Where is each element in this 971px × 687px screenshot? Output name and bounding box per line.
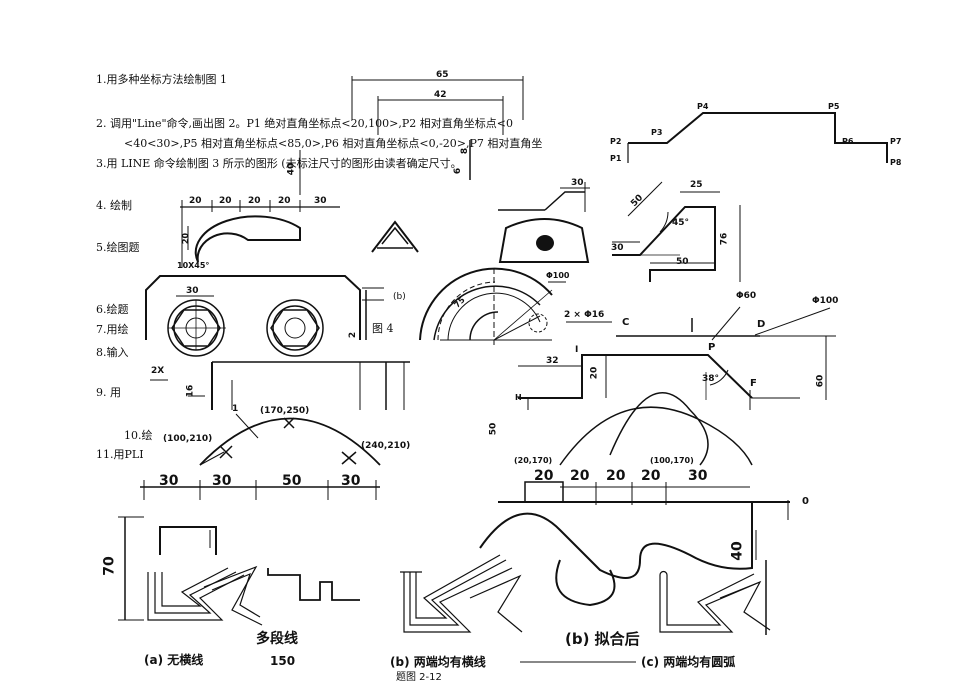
caption-b: (b) 两端均有横线 xyxy=(390,655,486,669)
two-phi16-label: 2 × Φ16 xyxy=(564,310,605,320)
dim-a-20-3: 20 xyxy=(248,196,261,206)
question-2: 2. 调用"Line"命令,画出图 2。P1 绝对直角坐标点<20,100>,P… xyxy=(96,117,513,130)
phi60-label: Φ60 xyxy=(736,291,757,301)
bottom-dim-30-2: 30 xyxy=(212,473,232,489)
question-3: 3.用 LINE 命令绘制图 3 所示的图形 (未标注尺寸的图形由读者确定尺寸。 xyxy=(96,157,462,170)
point-p1-label: P1 xyxy=(610,154,622,163)
point-p8-label: P8 xyxy=(890,158,902,167)
question-7: 7.用绘 xyxy=(96,323,129,336)
dim-a-20-1: 20 xyxy=(189,196,202,206)
figure-4-label: 图 4 xyxy=(372,322,394,335)
bottom-dim-30-1: 30 xyxy=(159,473,179,489)
dim-angle-25: 25 xyxy=(690,180,703,190)
chamfer-label: 10X45° xyxy=(177,261,210,270)
point-p2-label: P2 xyxy=(610,137,622,146)
dim-30-top: 30 xyxy=(571,178,584,188)
point-i-label: I xyxy=(575,345,579,355)
dim-a-20-2: 20 xyxy=(219,196,232,206)
dim-nut-30: 30 xyxy=(186,286,199,296)
circle-phi100: Φ100 xyxy=(546,271,570,280)
dim-32: 32 xyxy=(546,356,559,366)
question-11: 11.用PLI xyxy=(96,448,144,461)
point-p7-label: P7 xyxy=(890,137,902,146)
right-dim-40: 40 xyxy=(729,541,746,561)
point-p5-label: P5 xyxy=(828,102,840,111)
question-9: 9. 用 xyxy=(96,386,121,399)
question-10: 10.绘 xyxy=(124,429,153,442)
caption-c: (c) 两端均有圆弧 xyxy=(641,655,736,669)
bottom-dim-30-3: 30 xyxy=(341,473,361,489)
point-p-label: P xyxy=(708,342,716,353)
caption-duoduanxian: 多段线 xyxy=(256,631,298,647)
dimension-42: 42 xyxy=(434,90,447,100)
point-c-label: C xyxy=(622,317,630,328)
point-p4-label: P4 xyxy=(697,102,709,111)
question-2-cont: <40<30>,P5 相对直角坐标点<85,0>,P6 相对直角坐标点<0,-2… xyxy=(124,137,543,150)
right-dim-20-2: 20 xyxy=(570,468,590,484)
caption-a: (a) 无横线 xyxy=(144,653,204,667)
question-4: 4. 绘制 xyxy=(96,199,132,212)
bottom-dim-150: 150 xyxy=(270,654,296,668)
dim-a-30: 30 xyxy=(314,196,327,206)
arc-point-170-250: (170,250) xyxy=(260,406,310,416)
dimension-65: 65 xyxy=(436,70,449,80)
arc-point-100-210: (100,210) xyxy=(163,434,213,444)
dim-angle-30: 30 xyxy=(611,243,624,253)
point-h-label: H xyxy=(515,393,522,402)
point-d-label: D xyxy=(757,319,766,330)
dim-angle-45: 45° xyxy=(672,218,690,228)
arc-point-240-210: (240,210) xyxy=(361,441,411,451)
bottom-dim-70: 70 xyxy=(101,556,118,576)
right-dim-20-4: 20 xyxy=(641,468,661,484)
point-p6-label: P6 xyxy=(842,137,854,146)
right-dim-20-1: 20 xyxy=(534,468,554,484)
question-5: 5.绘图题 xyxy=(96,241,140,254)
right-dim-20-3: 20 xyxy=(606,468,626,484)
arc-point-20-170: (20,170) xyxy=(514,456,553,465)
arc-label-1: 1 xyxy=(232,404,239,414)
dim-38-angle: 38° xyxy=(702,374,720,384)
bottom-dim-50: 50 xyxy=(282,473,302,489)
right-dim-0: 0 xyxy=(802,496,809,507)
question-1: 1.用多种坐标方法绘制图 1 xyxy=(96,73,227,86)
figure-b-label: (b) xyxy=(393,292,406,302)
question-6: 6.绘题 xyxy=(96,303,129,316)
phi100-label-right: Φ100 xyxy=(812,296,839,306)
caption-fitted: (b) 拟合后 xyxy=(565,630,640,648)
dim-angle-50b: 50 xyxy=(676,257,689,267)
point-p3-label: P3 xyxy=(651,128,663,137)
arc-point-100-170: (100,170) xyxy=(650,456,694,465)
question-8: 8.输入 xyxy=(96,346,129,359)
footer-figure-label: 题图 2-12 xyxy=(396,672,442,683)
dim-a-20-4: 20 xyxy=(278,196,291,206)
right-dim-30: 30 xyxy=(688,468,708,484)
bracket-2x: 2X xyxy=(151,366,165,376)
point-f-label: F xyxy=(750,378,757,389)
